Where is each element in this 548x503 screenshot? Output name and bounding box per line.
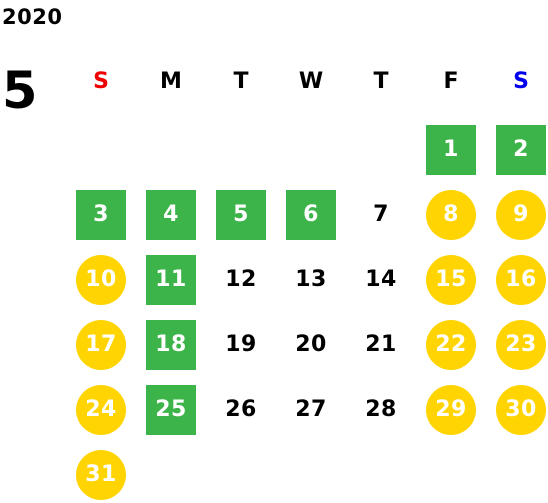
year-label: 2020 xyxy=(2,5,63,29)
day-cell-16[interactable]: 16 xyxy=(496,255,546,305)
day-cell-6[interactable]: 6 xyxy=(286,190,336,240)
day-cell-28[interactable]: 28 xyxy=(365,397,397,422)
day-cell-2[interactable]: 2 xyxy=(496,125,546,175)
weekday-day-3: W xyxy=(298,69,324,94)
day-cell-17[interactable]: 17 xyxy=(76,320,126,370)
day-cell-15[interactable]: 15 xyxy=(426,255,476,305)
day-cell-29[interactable]: 29 xyxy=(426,385,476,435)
day-cell-4[interactable]: 4 xyxy=(146,190,196,240)
day-cell-26[interactable]: 26 xyxy=(225,397,257,422)
day-cell-13[interactable]: 13 xyxy=(295,267,327,292)
day-cell-24[interactable]: 24 xyxy=(76,385,126,435)
month-label: 5 xyxy=(2,62,38,121)
day-cell-27[interactable]: 27 xyxy=(295,397,327,422)
day-cell-10[interactable]: 10 xyxy=(76,255,126,305)
day-cell-18[interactable]: 18 xyxy=(146,320,196,370)
day-cell-12[interactable]: 12 xyxy=(225,267,257,292)
day-cell-8[interactable]: 8 xyxy=(426,190,476,240)
day-cell-3[interactable]: 3 xyxy=(76,190,126,240)
day-cell-31[interactable]: 31 xyxy=(76,450,126,500)
day-cell-7[interactable]: 7 xyxy=(373,202,389,227)
day-cell-19[interactable]: 19 xyxy=(225,332,257,357)
weekday-day-1: M xyxy=(160,69,182,94)
day-cell-30[interactable]: 30 xyxy=(496,385,546,435)
day-cell-22[interactable]: 22 xyxy=(426,320,476,370)
day-cell-1[interactable]: 1 xyxy=(426,125,476,175)
weekday-day-4: T xyxy=(373,69,389,94)
day-cell-20[interactable]: 20 xyxy=(295,332,327,357)
day-cell-5[interactable]: 5 xyxy=(216,190,266,240)
weekday-day-5: F xyxy=(443,69,459,94)
day-cell-25[interactable]: 25 xyxy=(146,385,196,435)
day-cell-14[interactable]: 14 xyxy=(365,267,397,292)
day-cell-11[interactable]: 11 xyxy=(146,255,196,305)
weekday-day-2: T xyxy=(233,69,249,94)
weekday-sun: S xyxy=(93,69,109,94)
day-cell-23[interactable]: 23 xyxy=(496,320,546,370)
day-cell-9[interactable]: 9 xyxy=(496,190,546,240)
weekday-sat: S xyxy=(513,69,529,94)
day-cell-21[interactable]: 21 xyxy=(365,332,397,357)
